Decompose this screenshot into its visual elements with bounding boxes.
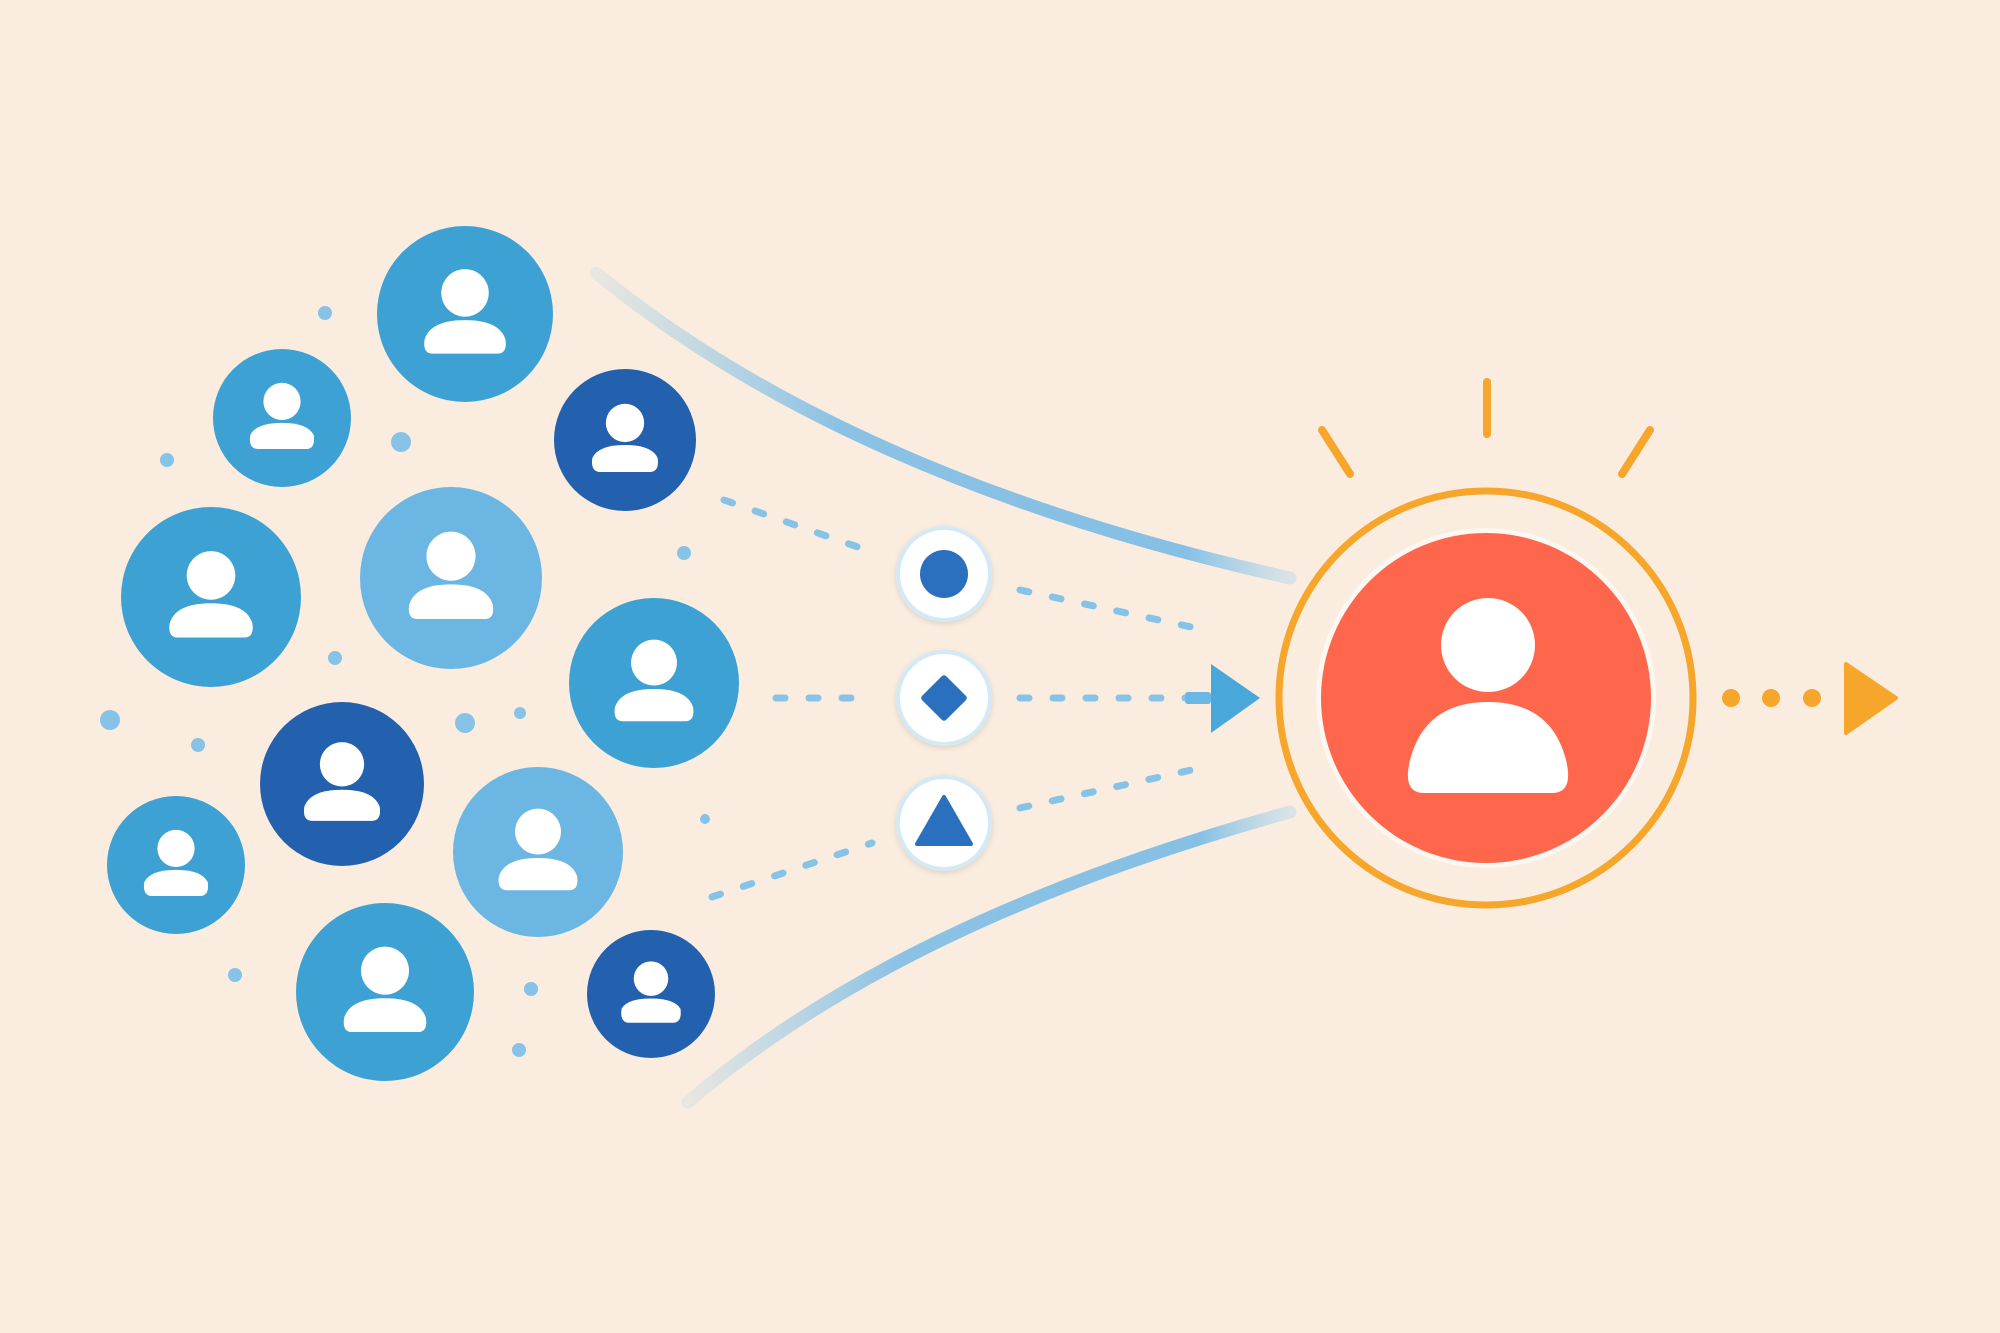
audience-member[interactable] [587, 930, 715, 1058]
audience-member[interactable] [377, 226, 553, 402]
connector-line-top-out [1016, 586, 1209, 634]
particle-dot [228, 968, 242, 982]
audience-member[interactable] [554, 369, 696, 511]
audience-member[interactable] [260, 702, 424, 866]
filter-badge-triangle[interactable] [896, 775, 992, 871]
person-icon [621, 961, 681, 1023]
connector-line-bottom-in [708, 839, 876, 901]
audience-member[interactable] [296, 903, 474, 1081]
audience-member[interactable] [360, 487, 542, 669]
output-dot [1762, 689, 1780, 707]
particle-dot [100, 710, 120, 730]
audience-member[interactable] [121, 507, 301, 687]
particle-dot [512, 1043, 526, 1057]
output-dot [1803, 689, 1821, 707]
person-icon [614, 639, 694, 722]
particle-dot [455, 713, 475, 733]
circle-icon [920, 550, 968, 598]
arrow-right-icon [1844, 662, 1898, 735]
target-ring [1275, 487, 1697, 909]
triangle-icon [915, 795, 973, 846]
funnel-stream-bottom [681, 805, 1297, 1109]
particle-dot [700, 814, 710, 824]
rays-icon [1318, 378, 1654, 478]
person-icon [249, 382, 315, 450]
funnel-stream-top [589, 266, 1297, 585]
connector-line-bottom-out [1016, 763, 1209, 812]
audience-member[interactable] [213, 349, 351, 487]
diamond-icon [921, 675, 967, 721]
particle-dot [677, 546, 691, 560]
particle-dot [191, 738, 205, 752]
connector-line-top-in [720, 496, 876, 556]
funnel-streams [589, 266, 1297, 1109]
particle-dot [160, 453, 174, 467]
particle-dots [100, 306, 710, 1057]
merge-arrow-icon [1185, 664, 1260, 733]
particle-dot [328, 651, 342, 665]
person-icon [169, 551, 253, 638]
connector-lines [708, 496, 1209, 901]
person-icon [408, 531, 494, 619]
particle-dot [391, 432, 411, 452]
target-customer[interactable] [1275, 487, 1697, 909]
person-icon [498, 808, 578, 891]
audience-member[interactable] [569, 598, 739, 768]
person-icon [1407, 598, 1569, 793]
filter-badge-circle[interactable] [896, 526, 992, 622]
particle-dot [318, 306, 332, 320]
person-icon [592, 403, 658, 472]
output-arrow [1722, 662, 1898, 735]
audience-member[interactable] [453, 767, 623, 937]
audience-member[interactable] [107, 796, 245, 934]
filter-badge-diamond[interactable] [896, 650, 992, 746]
person-icon [343, 946, 427, 1033]
person-icon [303, 742, 381, 821]
audience-crowd [107, 226, 739, 1081]
particle-dot [514, 707, 526, 719]
target-avatar [1321, 533, 1651, 863]
person-icon [143, 829, 209, 897]
filter-badges [896, 526, 992, 871]
person-icon [424, 269, 506, 354]
output-dot [1722, 689, 1740, 707]
particle-dot [524, 982, 538, 996]
